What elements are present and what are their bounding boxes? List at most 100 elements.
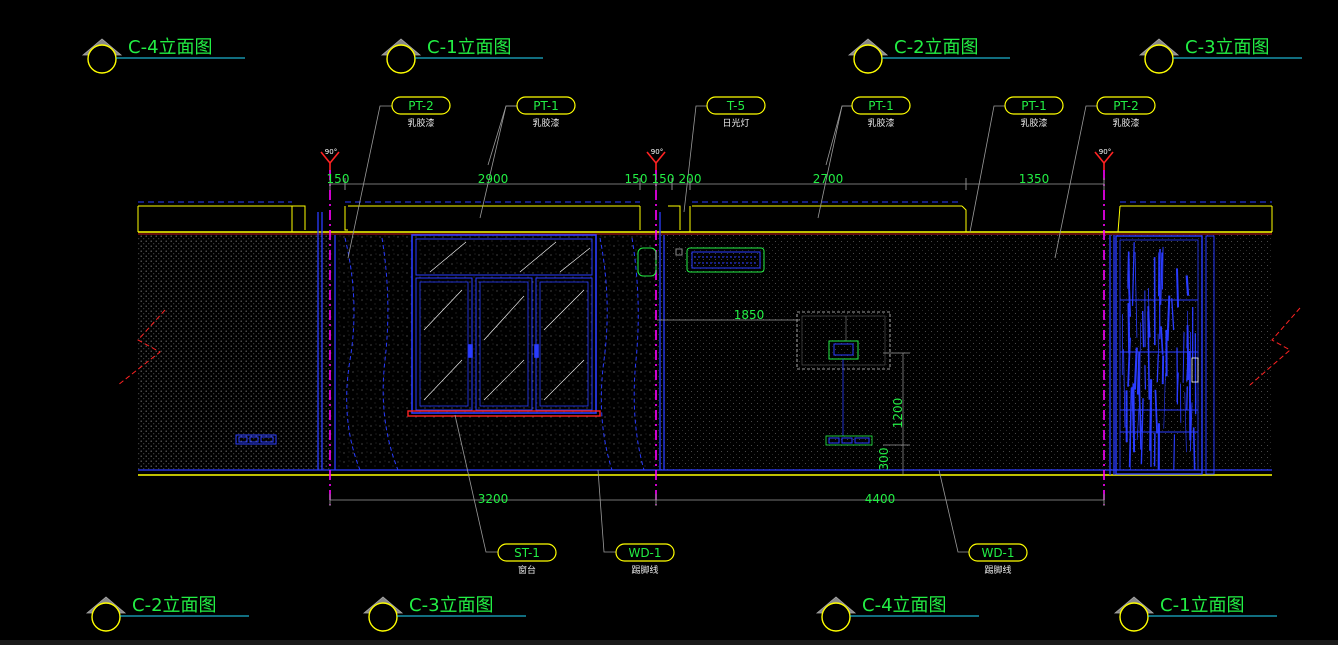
view-title-text: C-2立面图 (132, 595, 217, 616)
grain-line (1136, 408, 1140, 440)
title-circle (87, 44, 117, 74)
tag-description: 踢脚线 (631, 564, 658, 576)
light-fixture (637, 247, 765, 277)
horizontal-scrollbar[interactable] (0, 640, 1338, 645)
grain-line (1139, 322, 1141, 379)
grain-line (1134, 252, 1138, 338)
socket-strip (235, 434, 873, 446)
dimension-top: 1350 (1019, 172, 1050, 186)
tag-description: 乳胶漆 (407, 117, 434, 129)
grain-line (1131, 242, 1135, 306)
grain-line (1189, 402, 1193, 452)
leader-lines (347, 105, 1097, 553)
grain-line (1159, 252, 1163, 305)
grain-line (1171, 298, 1175, 331)
view-titles-top: C-4立面图 C-1立面图 C-2立面图 C-3立面图 (81, 37, 1302, 74)
view-title-text: C-1立面图 (427, 37, 512, 58)
grain-line (1147, 311, 1151, 400)
axis-marker-angle: 90° (651, 148, 663, 156)
tag-description: 乳胶漆 (1020, 117, 1047, 129)
title-circle (1144, 44, 1174, 74)
tag-pill (497, 543, 557, 562)
title-circle (853, 44, 883, 74)
grain-line (1166, 295, 1171, 341)
title-circle (368, 602, 398, 632)
title-circle (821, 602, 851, 632)
grain-line (1127, 270, 1132, 317)
axis-marker: 90° (646, 148, 666, 170)
grain-line (1194, 373, 1197, 405)
tag-description: 窗台 (518, 564, 536, 576)
grain-line (1182, 332, 1185, 383)
material-tag: PT-2 乳胶漆 (391, 96, 451, 129)
grain-line (1186, 386, 1188, 411)
dimension-top: 150 (625, 172, 648, 186)
dimension-lines (330, 183, 1104, 501)
tag-pill (706, 96, 766, 115)
grain-line (1136, 351, 1141, 395)
grain-line (1144, 365, 1147, 390)
tag-pill (851, 96, 911, 115)
tag-pill (391, 96, 451, 115)
grain-line (1128, 387, 1133, 468)
view-title: C-1立面图 (380, 37, 543, 74)
grain-line (1150, 408, 1152, 441)
tag-code: PT-2 (1113, 99, 1138, 113)
panel-box (796, 311, 891, 436)
grain-line (1192, 427, 1196, 471)
grain-line (1154, 389, 1158, 434)
dimension-ticks (329, 178, 1105, 506)
tag-code: ST-1 (514, 546, 540, 560)
tag-code: PT-1 (868, 99, 893, 113)
dimension-top: 150 (652, 172, 675, 186)
axis-marker-angle: 90° (325, 148, 337, 156)
tag-description: 日光灯 (722, 117, 749, 129)
tag-code: WD-1 (981, 546, 1014, 560)
material-tag: ST-1 窗台 (497, 543, 557, 576)
dimension-top: 2900 (478, 172, 509, 186)
grain-line (1141, 310, 1145, 348)
grain-line (1133, 347, 1138, 390)
frame-lines (317, 212, 1115, 475)
tag-code: PT-1 (533, 99, 558, 113)
ceiling-band (137, 201, 1273, 235)
axis-markers: 90° 90° 90° (320, 148, 1114, 170)
grain-line (1161, 246, 1164, 290)
dimension-vertical-upper: 1200 (891, 398, 905, 429)
view-title: C-4立面图 (815, 595, 979, 632)
axis-marker: 90° (1094, 148, 1114, 170)
dimension-bottom: 3200 (478, 492, 509, 506)
dimension-horizontal: 1850 (734, 308, 765, 322)
view-title: C-3立面图 (1138, 37, 1302, 74)
grain-line (1186, 355, 1189, 382)
door-handle (1191, 357, 1199, 383)
view-title-text: C-4立面图 (128, 37, 213, 58)
dimension-vertical-lower: 300 (877, 448, 891, 471)
grain-line (1131, 386, 1135, 448)
axis-marker-angle: 90° (1099, 148, 1111, 156)
title-circle (386, 44, 416, 74)
grain-line (1186, 325, 1190, 380)
material-tags-top: PT-2乳胶漆PT-1乳胶漆T-5日光灯PT-1乳胶漆PT-1乳胶漆PT-2乳胶… (391, 96, 1156, 129)
grain-line (1173, 434, 1176, 471)
window (407, 234, 601, 417)
view-title: C-3立面图 (362, 595, 526, 632)
grain-line (1127, 303, 1131, 354)
grain-line (1160, 326, 1164, 355)
tag-code: T-5 (726, 99, 745, 113)
grain-line (1163, 374, 1166, 429)
tag-code: PT-2 (408, 99, 433, 113)
tag-code: PT-1 (1021, 99, 1046, 113)
material-tag: T-5 日光灯 (706, 96, 766, 129)
dimension-top: 150 (327, 172, 350, 186)
view-title-text: C-4立面图 (862, 595, 947, 616)
view-title-text: C-2立面图 (894, 37, 979, 58)
tag-pill (1004, 96, 1064, 115)
